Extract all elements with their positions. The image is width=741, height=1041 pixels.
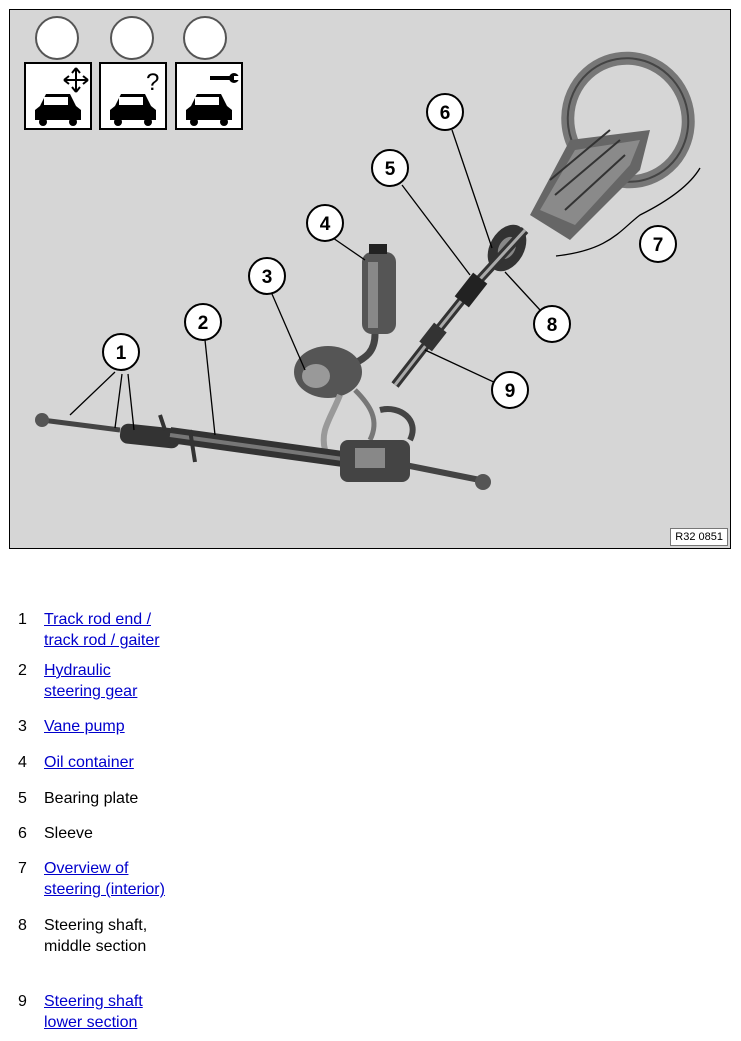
callout-3: 3: [248, 257, 286, 295]
indicator-circle-2: [110, 16, 154, 60]
car-question-icon: ?: [99, 62, 167, 130]
steering-shaft-illustration: [391, 226, 529, 388]
legend-number: 3: [18, 718, 27, 735]
diagram-drawing: ?: [24, 16, 701, 490]
legend-number: 7: [18, 860, 27, 877]
legend-line: Oil container: [44, 754, 134, 771]
legend-number: 2: [18, 662, 27, 679]
legend-text: Bearing plate: [44, 788, 138, 809]
indicator-circle-3: [183, 16, 227, 60]
callout-4: 4: [306, 204, 344, 242]
car-move-icon: [24, 62, 92, 130]
legend-link[interactable]: Track rod end / track rod / gaiter: [44, 609, 160, 651]
callout-5: 5: [371, 149, 409, 187]
steering-rack-illustration: [35, 406, 491, 490]
steering-wheel-illustration: [530, 51, 695, 240]
legend-line: Steering shaft: [44, 993, 143, 1010]
legend-text: Steering shaft, middle section: [44, 915, 147, 957]
oil-container-illustration: [342, 244, 396, 373]
callout-9-label: 9: [505, 381, 516, 402]
callout-6-label: 6: [440, 103, 451, 124]
svg-text:?: ?: [146, 69, 159, 96]
vane-pump-illustration: [294, 346, 377, 451]
legend-line: Bearing plate: [44, 790, 139, 807]
legend-line: middle section: [44, 938, 147, 955]
callout-9: 9: [491, 371, 529, 409]
callout-6: 6: [426, 93, 464, 131]
callout-8-label: 8: [547, 315, 558, 336]
callout-2-label: 2: [198, 313, 209, 334]
legend-link[interactable]: Vane pump: [44, 716, 125, 737]
car-wrench-icon: [175, 62, 243, 130]
legend-number: 8: [18, 917, 27, 934]
legend-text: Sleeve: [44, 823, 93, 844]
legend-line: Vane pump: [44, 718, 125, 735]
legend-number: 1: [18, 611, 27, 628]
legend-number: 5: [18, 790, 27, 807]
legend-link[interactable]: Hydraulic steering gear: [44, 660, 137, 702]
callout-2: 2: [184, 303, 222, 341]
callout-1-label: 1: [116, 343, 127, 364]
legend-line: Overview of: [44, 860, 129, 877]
legend-number: 9: [18, 993, 27, 1010]
legend-line: Steering shaft,: [44, 917, 148, 934]
callout-7: 7: [639, 225, 677, 263]
callout-3-label: 3: [262, 267, 273, 288]
legend-line: steering (interior): [44, 881, 165, 898]
legend-link[interactable]: Overview of steering (interior): [44, 858, 165, 900]
indicator-circle-1: [35, 16, 79, 60]
legend-line: steering gear: [44, 683, 138, 700]
callout-7-label: 7: [653, 235, 664, 256]
callout-1: 1: [102, 333, 140, 371]
legend-line: Hydraulic: [44, 662, 111, 679]
legend-link[interactable]: Oil container: [44, 752, 134, 773]
legend-link[interactable]: Steering shaft lower section: [44, 991, 143, 1033]
legend-number: 4: [18, 754, 27, 771]
reference-code: R32 0851: [670, 528, 728, 546]
legend-line: Sleeve: [44, 825, 93, 842]
leader-lines: [69, 129, 701, 436]
callout-5-label: 5: [385, 159, 396, 180]
legend-line: lower section: [44, 1014, 138, 1031]
callout-4-label: 4: [320, 214, 331, 235]
legend-line: track rod / gaiter: [44, 632, 160, 649]
callout-8: 8: [533, 305, 571, 343]
legend-line: Track rod end /: [44, 611, 152, 628]
legend-number: 6: [18, 825, 27, 842]
steering-diagram: ?: [9, 9, 731, 549]
